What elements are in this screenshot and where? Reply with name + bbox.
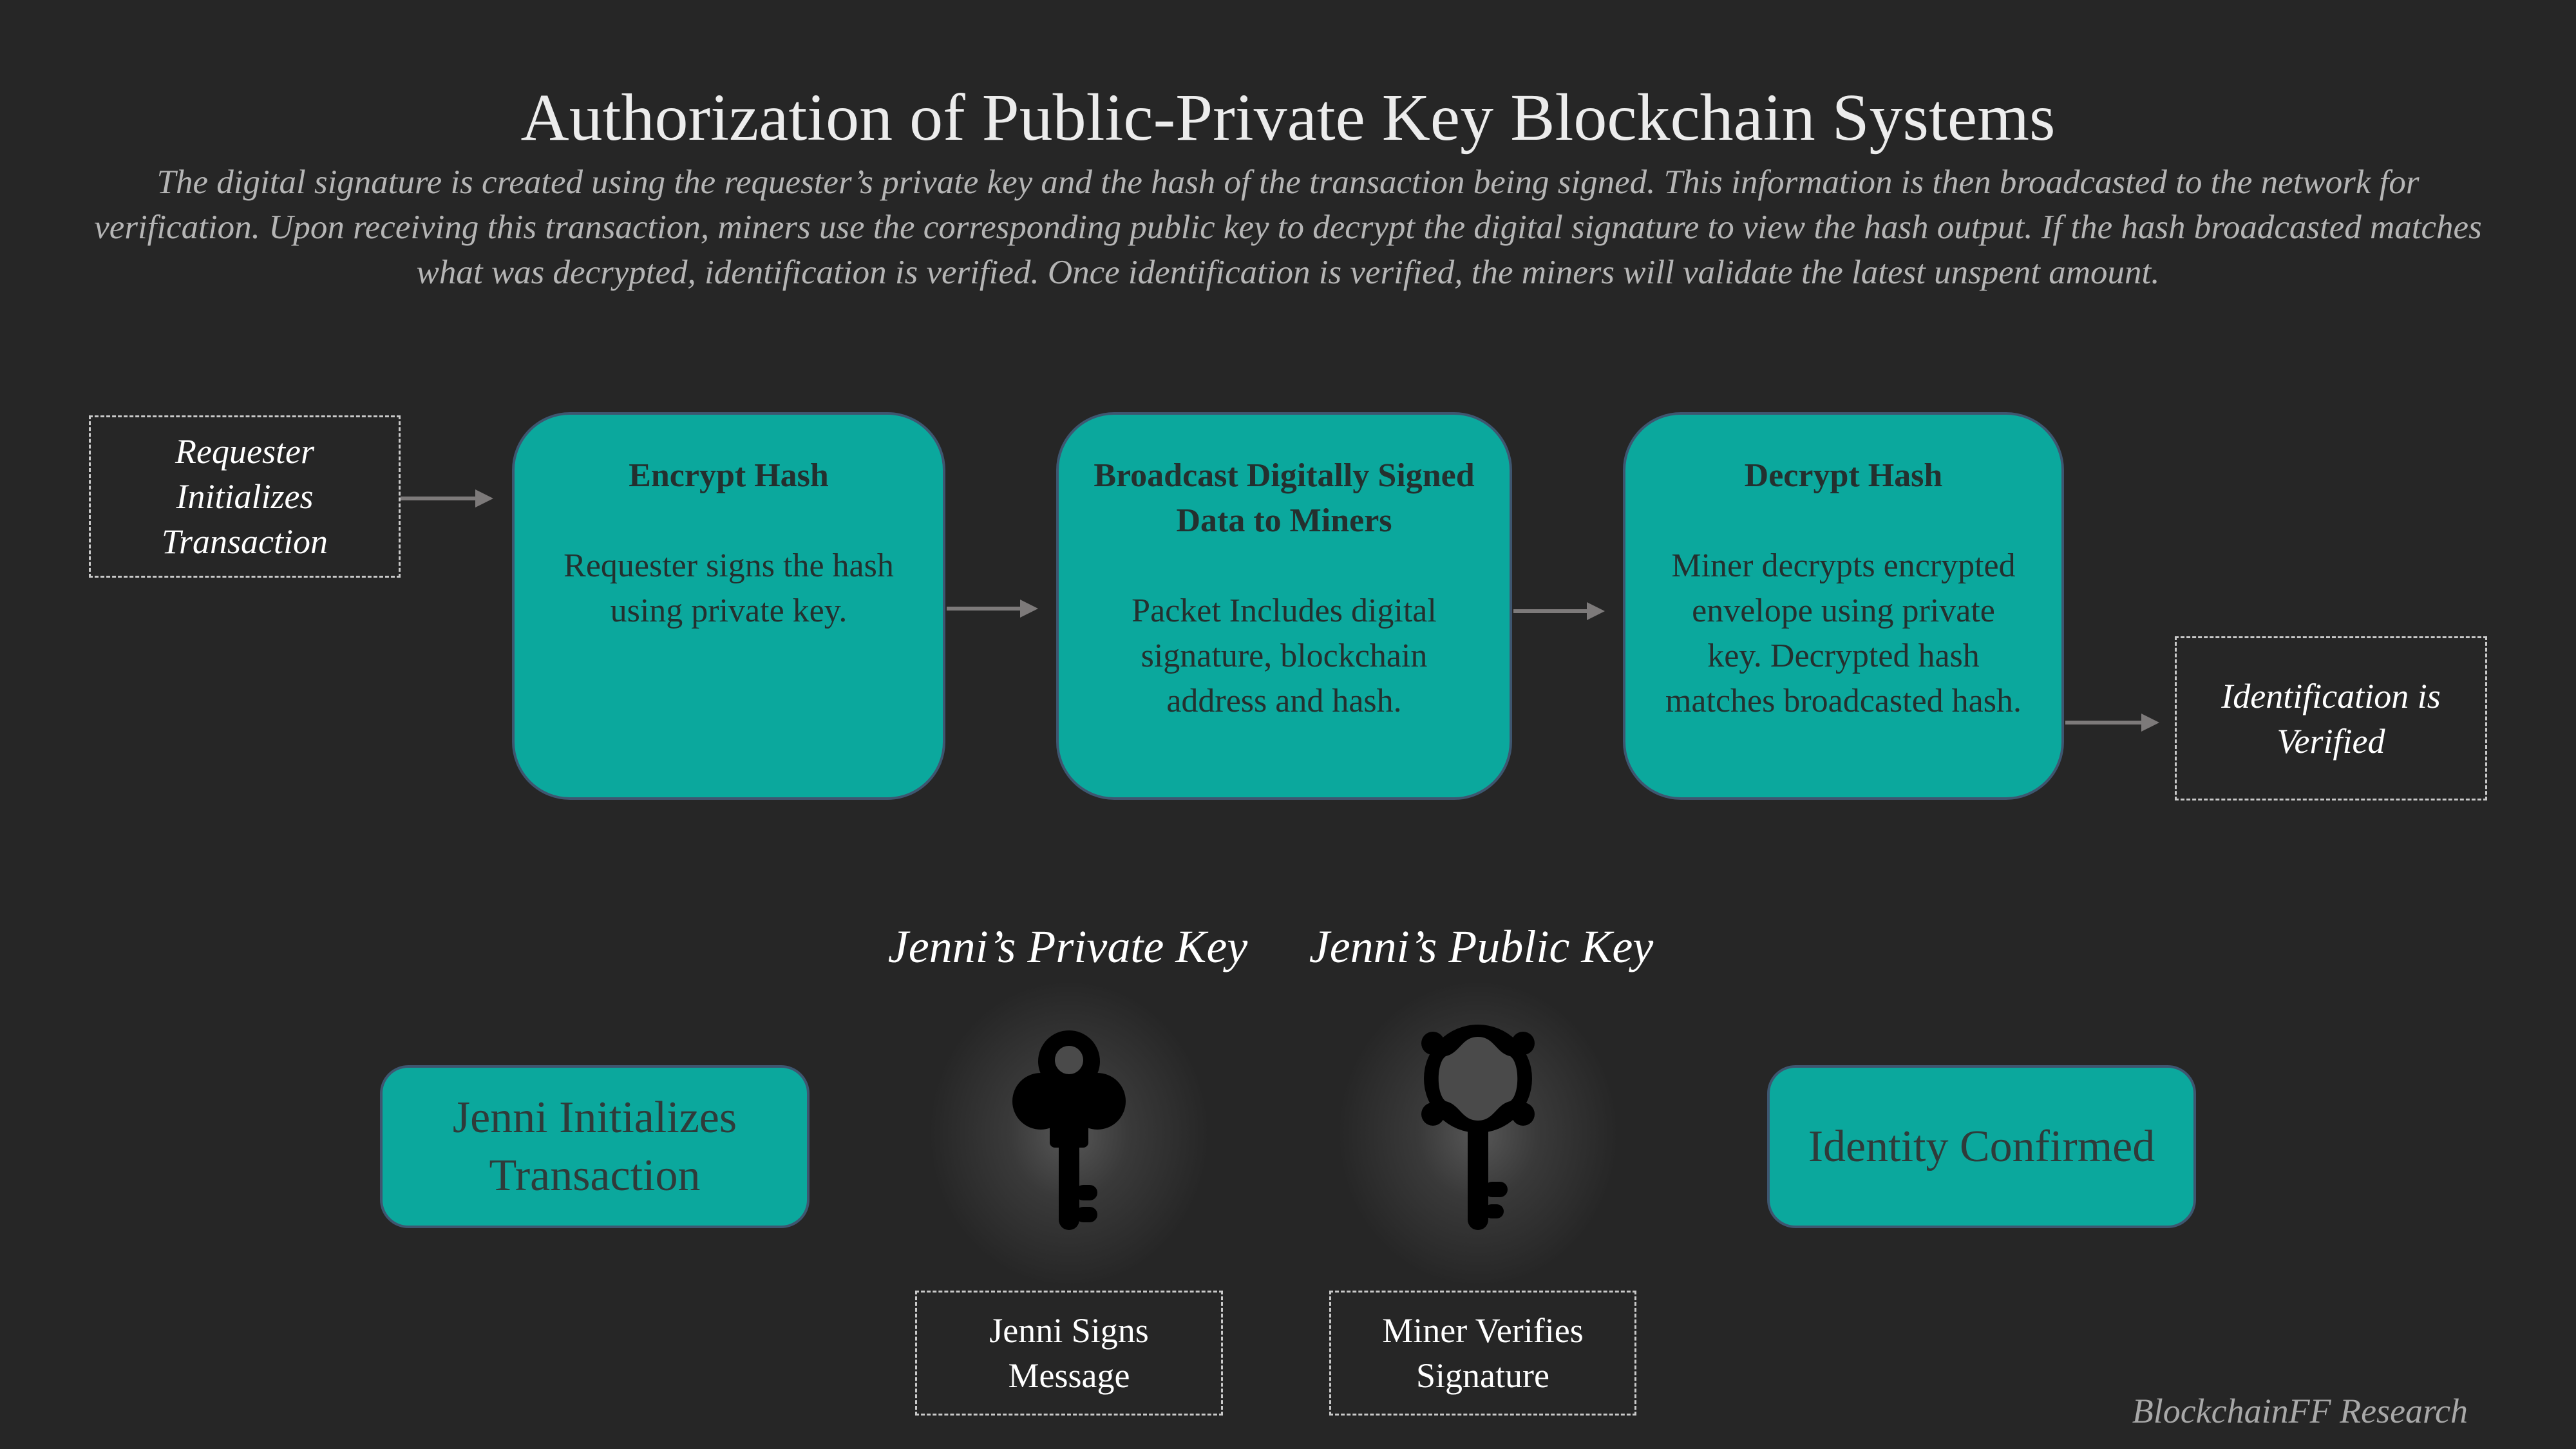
- private-key-icon: [1012, 1030, 1126, 1230]
- identification-verified-box: Identification is Verified: [2175, 636, 2487, 800]
- miner-verifies-label: Miner Verifies Signature: [1382, 1311, 1584, 1395]
- step-title: Decrypt Hash: [1744, 457, 1943, 494]
- arrow-icon: [401, 489, 493, 507]
- step-body: Packet Includes digital signature, block…: [1132, 592, 1437, 719]
- step-body: Requester signs the hash using private k…: [564, 547, 894, 629]
- private-key-title: Jenni’s Private Key: [887, 921, 1248, 972]
- miner-verifies-box: Miner Verifies Signature: [1329, 1291, 1636, 1416]
- arrow-icon: [2065, 714, 2159, 732]
- page-title: Authorization of Public-Private Key Bloc…: [520, 80, 2056, 155]
- step-broadcast: Broadcast Digitally Signed Data to Miner…: [1056, 412, 1512, 800]
- jenni-initializes-box: Jenni Initializes Transaction: [380, 1065, 810, 1228]
- requester-initializes-box: Requester Initializes Transaction: [89, 415, 401, 578]
- step-decrypt-hash: Decrypt Hash Miner decrypts encrypted en…: [1623, 412, 2064, 800]
- step-title: Broadcast Digitally Signed Data to Miner…: [1094, 457, 1475, 539]
- step-body: Miner decrypts encrypted envelope using …: [1665, 547, 2022, 719]
- identity-confirmed-box: Identity Confirmed: [1767, 1065, 2196, 1228]
- arrow-icon: [947, 600, 1038, 618]
- page-description: The digital signature is created using t…: [94, 164, 2482, 291]
- jenni-signs-box: Jenni Signs Message: [915, 1291, 1223, 1416]
- requester-initializes-label: Requester Initializes Transaction: [161, 432, 328, 561]
- identification-verified-label: Identification is Verified: [2221, 676, 2441, 761]
- footer-credit: BlockchainFF Research: [2132, 1392, 2468, 1430]
- jenni-signs-label: Jenni Signs Message: [989, 1311, 1149, 1395]
- jenni-initializes-label: Jenni Initializes Transaction: [452, 1092, 737, 1200]
- public-key-title: Jenni’s Public Key: [1309, 921, 1654, 972]
- arrow-icon: [1513, 602, 1605, 620]
- public-key-icon: [1421, 1025, 1535, 1230]
- step-encrypt-hash: Encrypt Hash Requester signs the hash us…: [512, 412, 945, 800]
- identity-confirmed-label: Identity Confirmed: [1808, 1121, 2155, 1171]
- step-title: Encrypt Hash: [629, 457, 829, 494]
